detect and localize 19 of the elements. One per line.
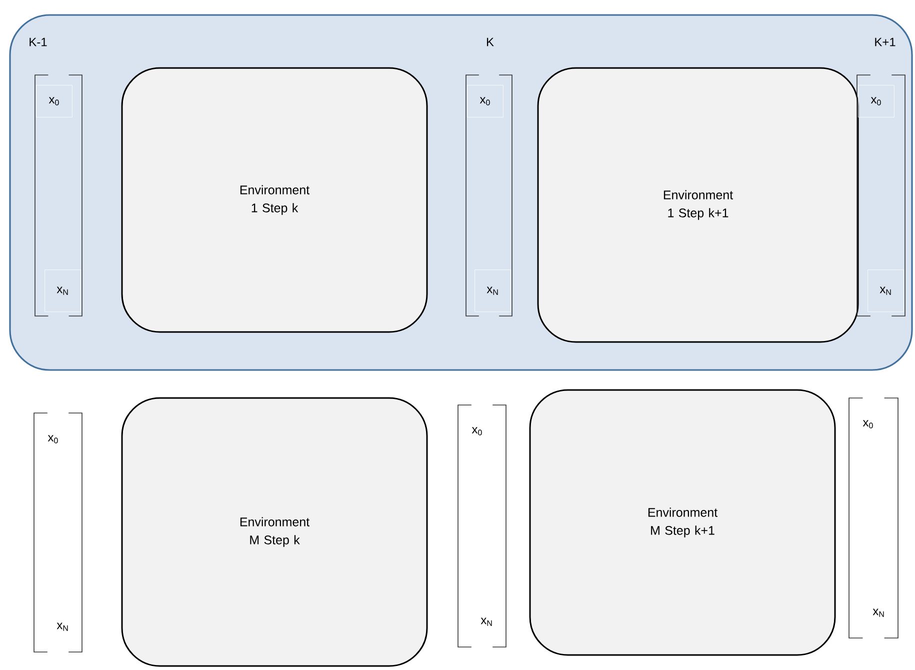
vector-entry: x$_{N}$: [868, 270, 904, 312]
vector-entry: x$_{0}$: [472, 427, 482, 436]
environment-box: Environment M Step k+1: [529, 389, 836, 656]
step-label: K: [487, 38, 494, 46]
vector-entry: x$_{0}$: [48, 435, 58, 444]
vector-entry: x$_{0}$: [36, 85, 72, 118]
environment-box: Environment 1 Step k+1: [537, 67, 859, 343]
environment-box: Environment 1 Step k: [121, 67, 428, 333]
step-label: K-1: [30, 38, 47, 46]
vector-entry: x$_{0}$: [862, 420, 873, 428]
vector-entry: x$_{N}$: [474, 270, 511, 312]
vector-entry: x$_{N}$: [480, 618, 492, 626]
step-label: K+1: [875, 38, 896, 46]
environment-box: Environment M Step k: [121, 397, 428, 667]
vector-entry: x$_{N}$: [56, 622, 68, 631]
vector-entry: x$_{0}$: [858, 85, 894, 118]
vector-entry: x$_{N}$: [44, 270, 81, 312]
vector-entry: x$_{0}$: [467, 85, 504, 118]
vector-entry: x$_{N}$: [872, 608, 884, 617]
